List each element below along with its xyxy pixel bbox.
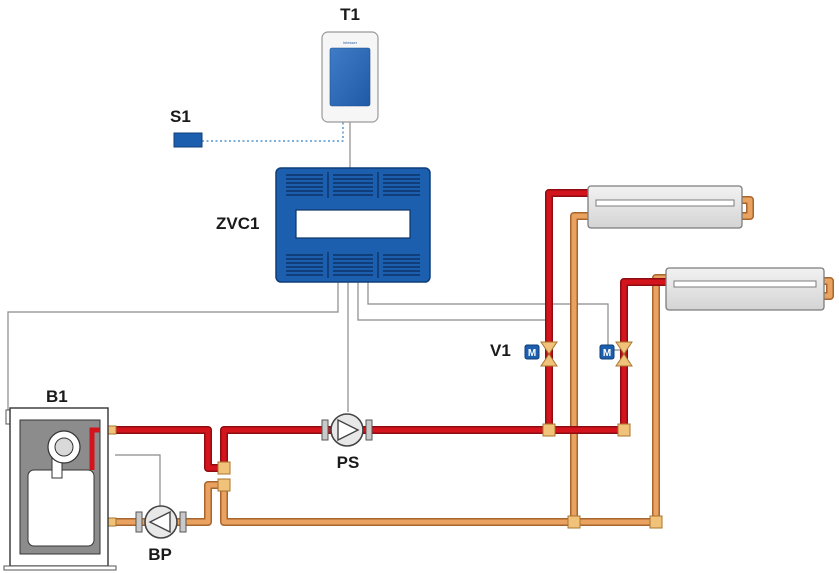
thermostat-brand: Intesser [343,40,358,45]
label-bp: BP [148,545,172,564]
sensor-icon [173,132,203,148]
boiler-icon [3,407,117,571]
sensor-link-line [202,122,344,142]
valve-actuator-label-2: M [603,348,611,359]
labels: T1 S1 ZVC1 V1 B1 PS BP [46,5,511,564]
circulator-pump-icon [135,505,187,539]
label-ps: PS [337,453,360,472]
label-b1: B1 [46,387,68,406]
circulator-pump-icon [321,413,373,447]
thermostat-icon: Intesser [321,31,379,123]
baseboard-heater-icon [587,185,743,229]
label-s1: S1 [170,107,191,126]
baseboard-heater-icon [665,267,825,311]
pipe-fittings [107,423,663,529]
return-pipes [108,196,834,526]
controller-icon [275,167,431,283]
label-zvc1: ZVC1 [216,214,259,233]
valve-actuator-label: M [528,348,536,359]
zone-valve-icon: M [599,341,633,367]
label-v1: V1 [490,341,511,360]
label-t1: T1 [340,5,360,24]
zone-valve-icon: M [524,341,558,367]
